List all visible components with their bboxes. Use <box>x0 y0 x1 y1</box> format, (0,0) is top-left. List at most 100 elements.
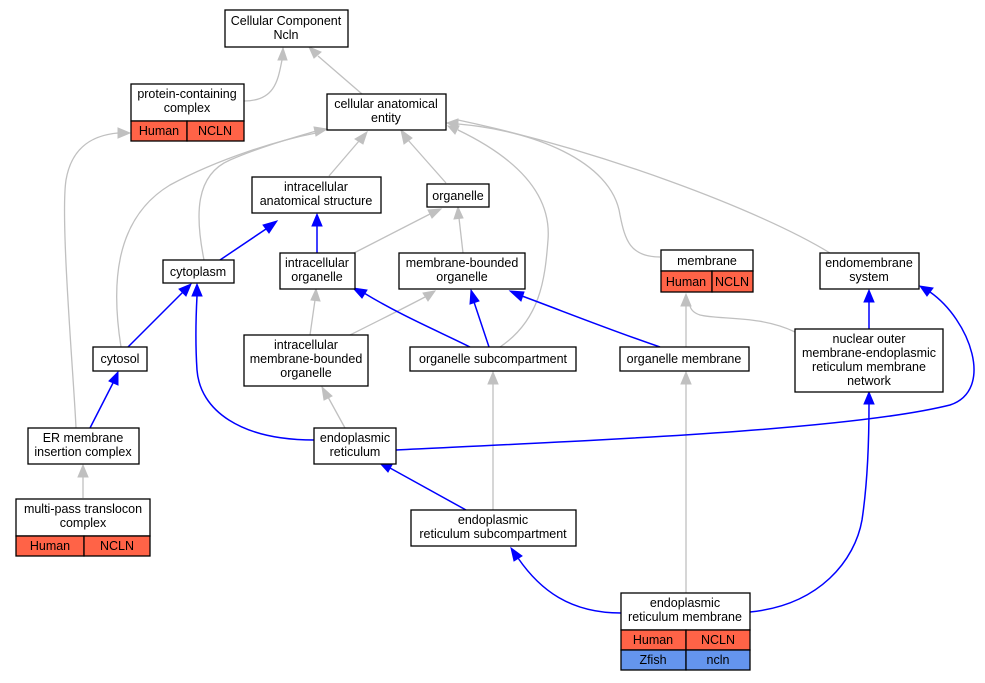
arrowhead <box>117 127 132 139</box>
node-label: organelle membrane <box>627 352 742 366</box>
arrowhead <box>308 46 322 59</box>
arrowhead <box>311 212 323 227</box>
node-intracellular-organelle[interactable]: intracellular organelle <box>279 252 356 290</box>
node-label: anatomical structure <box>260 194 373 208</box>
node-label: insertion complex <box>34 445 132 459</box>
node-label: complex <box>60 516 107 530</box>
arrowhead <box>863 390 875 405</box>
arrowhead <box>400 128 413 145</box>
node-label: system <box>849 270 889 284</box>
arrowhead <box>354 130 368 145</box>
node-cytosol[interactable]: cytosol <box>92 346 148 372</box>
node-intracellular-membrane-bounded-organelle[interactable]: intracellular membrane-bounded organelle <box>243 334 369 387</box>
node-cytoplasm[interactable]: cytoplasm <box>162 259 235 284</box>
edge-imbo-to-mbo <box>349 296 426 336</box>
arrowhead <box>422 290 437 302</box>
node-label: intracellular <box>274 338 338 352</box>
arrowhead <box>445 118 459 130</box>
edge-subcompartment-to-anatomical-entity <box>457 129 549 348</box>
arrowhead <box>321 385 333 401</box>
node-label: endomembrane <box>825 256 913 270</box>
node-er-membrane[interactable]: endoplasmic reticulum membrane Human NCL… <box>620 592 751 671</box>
node-label: membrane-bounded <box>250 352 363 366</box>
arrowhead <box>351 287 368 299</box>
node-endomembrane-system[interactable]: endomembrane system <box>819 252 920 290</box>
node-membrane-bounded-organelle[interactable]: membrane-bounded organelle <box>398 252 526 290</box>
arrowhead <box>277 46 288 61</box>
arrowhead <box>427 208 443 219</box>
edge-cytosol-partof-cytoplasm <box>127 291 184 348</box>
node-organelle[interactable]: organelle <box>426 183 490 208</box>
node-nuclear-outer-membrane-er-network[interactable]: nuclear outer membrane-endoplasmic retic… <box>794 328 944 393</box>
node-label: entity <box>371 111 402 125</box>
edge-imbo-to-io <box>309 299 316 336</box>
node-multi-pass-translocon-complex[interactable]: multi-pass translocon complex Human NCLN <box>15 498 151 557</box>
gene-label: ncln <box>707 653 730 667</box>
arrowhead <box>108 370 119 386</box>
gene-cell-human <box>83 535 151 557</box>
node-intracellular-anatomical-structure[interactable]: intracellular anatomical structure <box>251 176 382 214</box>
edge-er-insertion-partof-cytosol <box>89 382 114 429</box>
node-label: cytoplasm <box>170 265 226 279</box>
arrowhead <box>487 370 499 385</box>
edge-cytoplasm-partof-ias <box>219 228 267 261</box>
node-label: Cellular Component <box>231 14 342 28</box>
species-label: Human <box>666 275 706 289</box>
arrowhead <box>178 283 192 297</box>
species-label: Human <box>30 539 70 553</box>
arrowhead <box>508 290 525 302</box>
node-label: membrane <box>677 254 737 268</box>
node-label: complex <box>164 101 211 115</box>
edge-subcompartment-partof-mbo <box>473 301 490 348</box>
arrowhead <box>262 220 279 234</box>
part-of-edges <box>89 212 975 614</box>
node-label: cytosol <box>101 352 140 366</box>
node-label: organelle subcompartment <box>419 352 568 366</box>
arrowhead <box>313 126 329 137</box>
node-membrane[interactable]: membrane Human NCLN <box>660 249 754 293</box>
edge-orgmem-partof-mbo <box>521 295 661 348</box>
edge-er-partof-cytoplasm <box>195 295 315 441</box>
arrowhead <box>310 287 321 302</box>
edge-ersub-partof-er <box>389 467 467 511</box>
arrowhead <box>863 288 875 303</box>
is-a-edges <box>63 46 831 593</box>
node-er-subcompartment[interactable]: endoplasmic reticulum subcompartment <box>410 509 577 547</box>
node-label: Ncln <box>273 28 298 42</box>
edge-er-partof-endomembrane <box>395 291 975 451</box>
node-cellular-component[interactable]: Cellular Component Ncln <box>224 9 349 48</box>
edge-ias-to-anatomical-entity <box>328 140 360 177</box>
node-organelle-subcompartment[interactable]: organelle subcompartment <box>409 346 577 372</box>
node-cellular-anatomical-entity[interactable]: cellular anatomical entity <box>326 93 447 131</box>
node-endoplasmic-reticulum[interactable]: endoplasmic reticulum <box>313 427 397 465</box>
edge-er-insertion-to-protein-complex <box>63 132 119 429</box>
species-label: Human <box>139 124 179 138</box>
edge-er-to-imbo <box>327 396 346 429</box>
gene-cell-human <box>186 120 245 142</box>
node-label: protein-containing <box>137 87 236 101</box>
node-label: endoplasmic <box>320 431 390 445</box>
edge-cytosol-to-anatomical-entity <box>115 132 317 348</box>
node-er-membrane-insertion-complex[interactable]: ER membrane insertion complex <box>27 427 140 465</box>
gene-cell-human <box>711 270 754 293</box>
gene-label: NCLN <box>198 124 232 138</box>
node-label: membrane-bounded <box>406 256 519 270</box>
arrowhead <box>77 463 89 478</box>
edge-ermem-partof-ersub <box>517 557 622 614</box>
node-label: multi-pass translocon <box>24 502 142 516</box>
node-protein-containing-complex[interactable]: protein-containing complex Human NCLN <box>130 83 245 142</box>
arrowhead <box>680 292 692 307</box>
node-label: membrane-endoplasmic <box>802 346 936 360</box>
edge-protein-complex-to-cellular-component <box>243 59 283 102</box>
arrowhead <box>680 370 692 385</box>
node-label: nuclear outer <box>833 332 906 346</box>
gene-label: NCLN <box>100 539 134 553</box>
arrowhead <box>510 546 523 562</box>
node-label: organelle <box>280 366 331 380</box>
arrowhead <box>469 288 480 305</box>
gene-label: NCLN <box>715 275 749 289</box>
edge-io-to-organelle <box>351 213 431 255</box>
node-label: reticulum membrane <box>628 610 742 624</box>
node-label: organelle <box>436 270 487 284</box>
node-organelle-membrane[interactable]: organelle membrane <box>619 346 750 372</box>
